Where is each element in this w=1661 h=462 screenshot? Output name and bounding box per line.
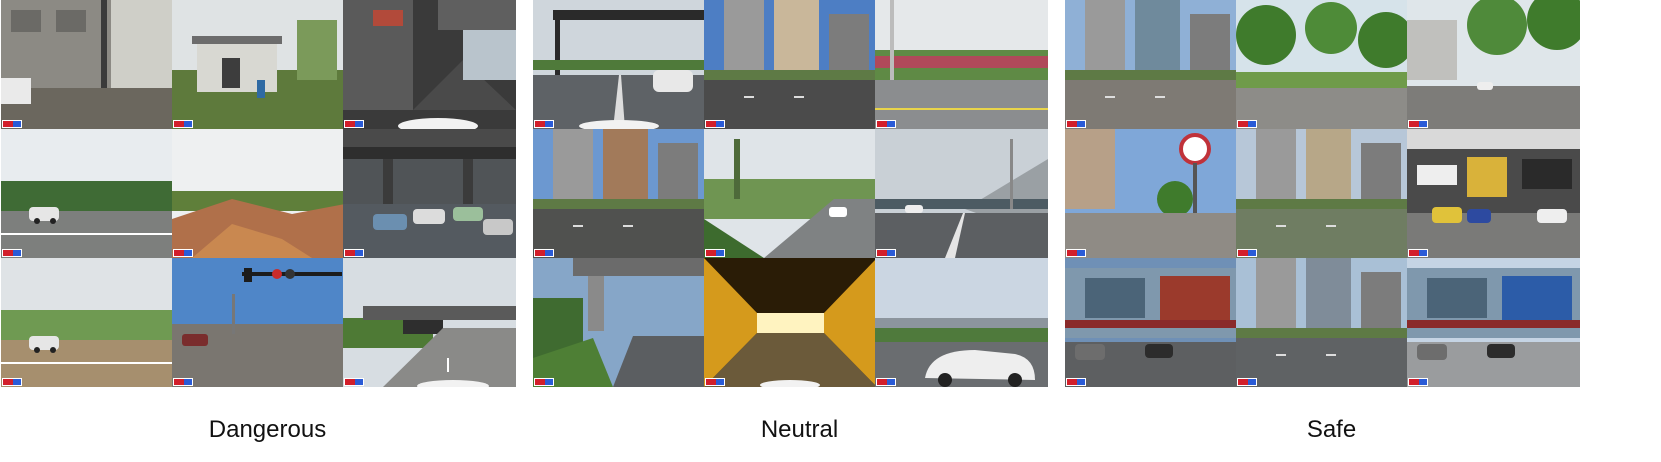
street-view-photo: [172, 258, 345, 387]
watermark-logo: [2, 249, 22, 257]
group-label: Dangerous: [208, 416, 327, 443]
watermark-logo: [705, 249, 725, 257]
street-view-photo: [704, 129, 877, 258]
street-view-photo: [1407, 0, 1580, 129]
watermark-logo: [1408, 120, 1428, 128]
watermark-logo: [705, 120, 725, 128]
watermark-logo: [876, 378, 896, 386]
image-group-neutral: Neutral: [532, 0, 1067, 462]
street-view-photo: [875, 258, 1048, 387]
image-grid: [1064, 0, 1599, 403]
street-view-photo: [533, 0, 706, 129]
watermark-logo: [1066, 378, 1086, 386]
watermark-logo: [173, 120, 193, 128]
watermark-logo: [1237, 249, 1257, 257]
watermark-logo: [534, 378, 554, 386]
street-view-photo: [1236, 129, 1409, 258]
watermark-logo: [705, 378, 725, 386]
watermark-logo: [344, 378, 364, 386]
image-grid: [0, 0, 535, 403]
street-view-photo: [1236, 258, 1409, 387]
street-view-photo: [704, 0, 877, 129]
street-view-photo: [1065, 0, 1238, 129]
watermark-logo: [2, 120, 22, 128]
street-view-photo: [343, 129, 516, 258]
watermark-logo: [876, 120, 896, 128]
street-view-photo: [1, 0, 174, 129]
watermark-logo: [1408, 378, 1428, 386]
street-view-photo: [1407, 258, 1580, 387]
street-view-photo: [1236, 0, 1409, 129]
street-view-photo: [172, 0, 345, 129]
watermark-logo: [344, 249, 364, 257]
watermark-logo: [534, 249, 554, 257]
watermark-logo: [1237, 120, 1257, 128]
street-view-photo: [704, 258, 877, 387]
watermark-logo: [1408, 249, 1428, 257]
street-view-photo: [1407, 129, 1580, 258]
watermark-logo: [2, 378, 22, 386]
street-view-photo: [875, 129, 1048, 258]
street-view-photo: [1065, 129, 1238, 258]
group-label: Safe: [1306, 416, 1357, 443]
watermark-logo: [534, 120, 554, 128]
watermark-logo: [1237, 378, 1257, 386]
street-view-photo: [875, 0, 1048, 129]
street-view-photo: [1065, 258, 1238, 387]
group-label: Neutral: [760, 416, 839, 443]
watermark-logo: [173, 378, 193, 386]
street-view-photo: [172, 129, 345, 258]
street-view-photo: [343, 258, 516, 387]
image-group-safe: Safe: [1064, 0, 1599, 462]
watermark-logo: [876, 249, 896, 257]
street-view-photo: [1, 129, 174, 258]
street-view-photo: [533, 129, 706, 258]
street-view-photo: [1, 258, 174, 387]
watermark-logo: [344, 120, 364, 128]
street-view-photo: [343, 0, 516, 129]
image-grid: [532, 0, 1067, 403]
watermark-logo: [1066, 249, 1086, 257]
watermark-logo: [173, 249, 193, 257]
watermark-logo: [1066, 120, 1086, 128]
street-view-photo: [533, 258, 706, 387]
image-group-dangerous: Dangerous: [0, 0, 535, 462]
